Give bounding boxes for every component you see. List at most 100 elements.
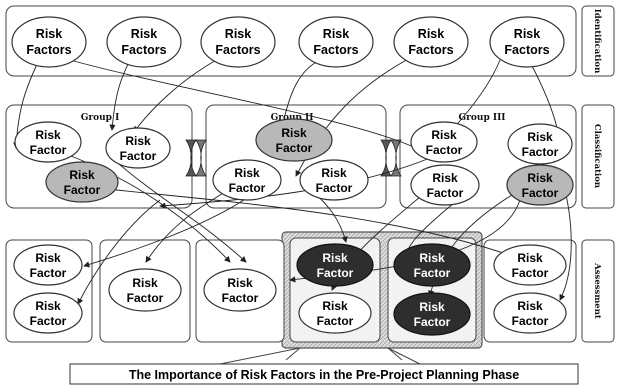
assessment-risk-factor: Risk Factor	[13, 244, 83, 286]
classification-risk-factor-highlighted: Risk Factor	[255, 118, 333, 162]
stage-label-identification: Identification	[592, 9, 602, 74]
svg-text:Risk: Risk	[514, 27, 540, 41]
stage-label-classification-box: Classification	[581, 104, 615, 209]
arrow	[159, 157, 431, 209]
classification-risk-factor: Risk Factor	[105, 127, 171, 169]
svg-text:Risk: Risk	[419, 251, 445, 265]
svg-text:Factor: Factor	[30, 266, 67, 280]
assessment-risk-factor: Risk Factor	[13, 292, 83, 334]
svg-text:Risk: Risk	[517, 251, 543, 265]
assessment-risk-factor: Risk Factor	[493, 244, 567, 286]
classification-factors: Risk Factor Risk Factor Risk Factor Risk…	[14, 118, 574, 206]
identification-risk-factor: Risk Factors	[106, 16, 182, 68]
svg-text:Factors: Factors	[26, 43, 71, 57]
assessment-risk-factor: Risk Factor	[203, 268, 277, 312]
svg-text:Factors: Factors	[408, 43, 453, 57]
svg-text:Risk: Risk	[132, 276, 158, 290]
arrow	[69, 59, 421, 151]
identification-risk-factor: Risk Factors	[393, 16, 469, 68]
group-3-title: Group III	[458, 113, 505, 123]
group-1-title: Group I	[81, 113, 120, 123]
classification-risk-factor: Risk Factor	[299, 159, 369, 201]
classification-risk-factor-highlighted: Risk Factor	[45, 161, 119, 203]
classification-risk-factor: Risk Factor	[212, 159, 282, 201]
svg-text:Factor: Factor	[30, 143, 67, 157]
arrow	[79, 185, 513, 258]
identification-risk-factor: Risk Factors	[489, 16, 565, 68]
svg-text:Risk: Risk	[527, 171, 553, 185]
svg-text:Factor: Factor	[522, 145, 559, 159]
svg-text:Risk: Risk	[321, 166, 347, 180]
svg-text:Risk: Risk	[323, 27, 349, 41]
svg-text:Risk: Risk	[35, 251, 61, 265]
stage-label-classification: Classification	[592, 124, 602, 188]
identification-factors: Risk Factors Risk Factors Risk Factors R…	[11, 16, 565, 68]
svg-text:Factor: Factor	[229, 181, 266, 195]
arrow	[83, 195, 251, 268]
arrow	[77, 199, 161, 305]
svg-text:Factor: Factor	[512, 314, 549, 328]
svg-text:Factor: Factor	[316, 181, 353, 195]
svg-text:Factors: Factors	[313, 43, 358, 57]
group-connector-2-3	[380, 139, 402, 177]
svg-text:Risk: Risk	[281, 126, 307, 140]
svg-text:Risk: Risk	[517, 299, 543, 313]
arrow	[109, 59, 131, 131]
svg-text:Factor: Factor	[64, 183, 101, 197]
svg-text:Risk: Risk	[35, 128, 61, 142]
svg-text:Risk: Risk	[125, 134, 151, 148]
svg-text:Factor: Factor	[222, 291, 259, 305]
classification-risk-factor-highlighted: Risk Factor	[506, 164, 574, 206]
svg-text:Factors: Factors	[121, 43, 166, 57]
svg-text:Factor: Factor	[414, 266, 451, 280]
assessment-risk-factor: Risk Factor	[298, 292, 372, 334]
assessment-risk-factor-critical: Risk Factor	[393, 243, 471, 287]
svg-text:Risk: Risk	[225, 27, 251, 41]
svg-text:Risk: Risk	[419, 300, 445, 314]
identification-risk-factor: Risk Factors	[11, 16, 87, 68]
svg-text:Risk: Risk	[527, 130, 553, 144]
svg-text:Factor: Factor	[522, 186, 559, 200]
assessment-risk-factor-critical: Risk Factor	[296, 243, 374, 287]
classification-risk-factor: Risk Factor	[507, 123, 573, 165]
stage-label-identification-box: Identification	[581, 5, 615, 77]
assessment-risk-factor-critical: Risk Factor	[393, 292, 471, 336]
svg-text:Risk: Risk	[322, 251, 348, 265]
assessment-factors: Risk Factor Risk Factor Risk Factor Risk…	[13, 243, 567, 336]
svg-text:Risk: Risk	[234, 166, 260, 180]
caption-box	[69, 363, 579, 385]
svg-text:Factor: Factor	[512, 266, 549, 280]
svg-text:Risk: Risk	[418, 27, 444, 41]
svg-text:Factor: Factor	[317, 314, 354, 328]
svg-text:Risk: Risk	[36, 27, 62, 41]
classification-risk-factor: Risk Factor	[410, 121, 478, 163]
stage-label-assessment-box: Assessment	[581, 239, 615, 343]
svg-text:Factor: Factor	[276, 141, 313, 155]
svg-text:Factor: Factor	[30, 314, 67, 328]
svg-text:Risk: Risk	[432, 171, 458, 185]
svg-text:Factor: Factor	[127, 291, 164, 305]
svg-text:Risk: Risk	[131, 27, 157, 41]
svg-text:Factor: Factor	[120, 149, 157, 163]
identification-risk-factor: Risk Factors	[298, 16, 374, 68]
arrow	[280, 59, 321, 129]
svg-text:Factor: Factor	[414, 315, 451, 329]
classification-risk-factor: Risk Factor	[410, 164, 480, 206]
svg-text:Risk: Risk	[322, 299, 348, 313]
svg-text:Factor: Factor	[427, 186, 464, 200]
stage-label-assessment: Assessment	[592, 262, 602, 319]
svg-text:Risk: Risk	[69, 168, 95, 182]
arrow	[133, 57, 221, 133]
caption-text: The Importance of Risk Factors in the Pr…	[129, 368, 519, 382]
svg-text:Factors: Factors	[504, 43, 549, 57]
arrow	[111, 157, 247, 263]
assessment-risk-factor: Risk Factor	[108, 268, 182, 312]
svg-text:Factor: Factor	[426, 143, 463, 157]
identification-risk-factor: Risk Factors	[200, 16, 276, 68]
group-2-title: Group II	[271, 113, 314, 123]
svg-text:Factors: Factors	[215, 43, 260, 57]
svg-text:Risk: Risk	[227, 276, 253, 290]
svg-text:Risk: Risk	[431, 128, 457, 142]
group-connector-1-2	[185, 139, 207, 177]
